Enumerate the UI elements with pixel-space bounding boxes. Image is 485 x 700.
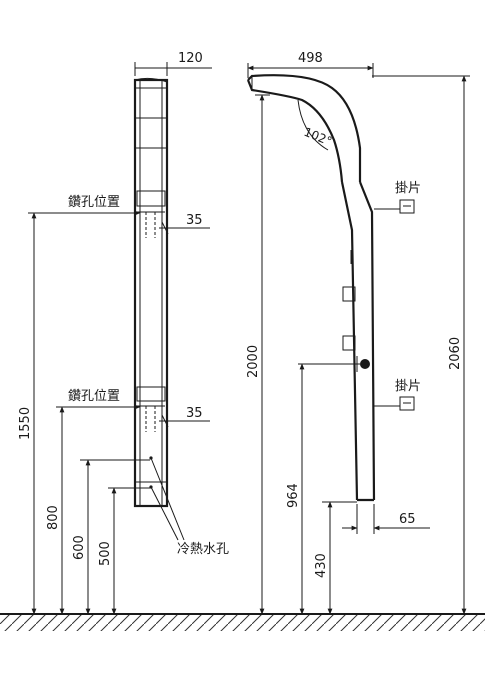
dim-800 (56, 406, 68, 615)
dim-500 (108, 487, 150, 615)
dim-2000 (255, 94, 270, 615)
dim-2060 (372, 75, 470, 615)
floor (0, 613, 485, 631)
water-hole-label: 冷熱水孔 (177, 542, 229, 557)
dim-label-600: 600 (72, 535, 87, 560)
dim-label-1550: 1550 (18, 407, 33, 440)
dim-label-498: 498 (298, 51, 323, 66)
dim-label-500: 500 (98, 541, 113, 566)
dim-label-65: 65 (399, 512, 416, 527)
dim-label-800: 800 (46, 505, 61, 530)
dim-label-35-upper: 35 (186, 213, 203, 228)
side-view-panel (133, 77, 169, 508)
angle-arc (297, 99, 329, 151)
hanger-label-upper: 掛片 (395, 181, 421, 196)
dim-label-2060: 2060 (448, 337, 463, 370)
hanger-upper (374, 199, 415, 214)
drill-position-label-upper: 鑽孔位置 (68, 194, 120, 210)
dim-430 (322, 501, 357, 615)
front-view-panel (246, 74, 376, 502)
dim-label-2000: 2000 (246, 345, 261, 378)
hanger-lower (374, 396, 415, 411)
dim-1550 (28, 212, 40, 615)
hanger-label-lower: 掛片 (395, 379, 421, 394)
dim-35-upper (159, 221, 210, 235)
dim-120 (134, 62, 212, 76)
dim-label-35-lower: 35 (186, 406, 203, 421)
water-hole-leaders (150, 457, 185, 541)
dim-600 (80, 459, 150, 615)
dim-35-lower (159, 414, 210, 428)
dim-label-430: 430 (314, 553, 329, 578)
dim-label-120: 120 (178, 51, 203, 66)
dim-964 (298, 363, 360, 615)
dim-65 (342, 504, 430, 534)
drill-position-label-lower: 鑽孔位置 (68, 388, 120, 404)
dim-label-964: 964 (286, 483, 301, 508)
